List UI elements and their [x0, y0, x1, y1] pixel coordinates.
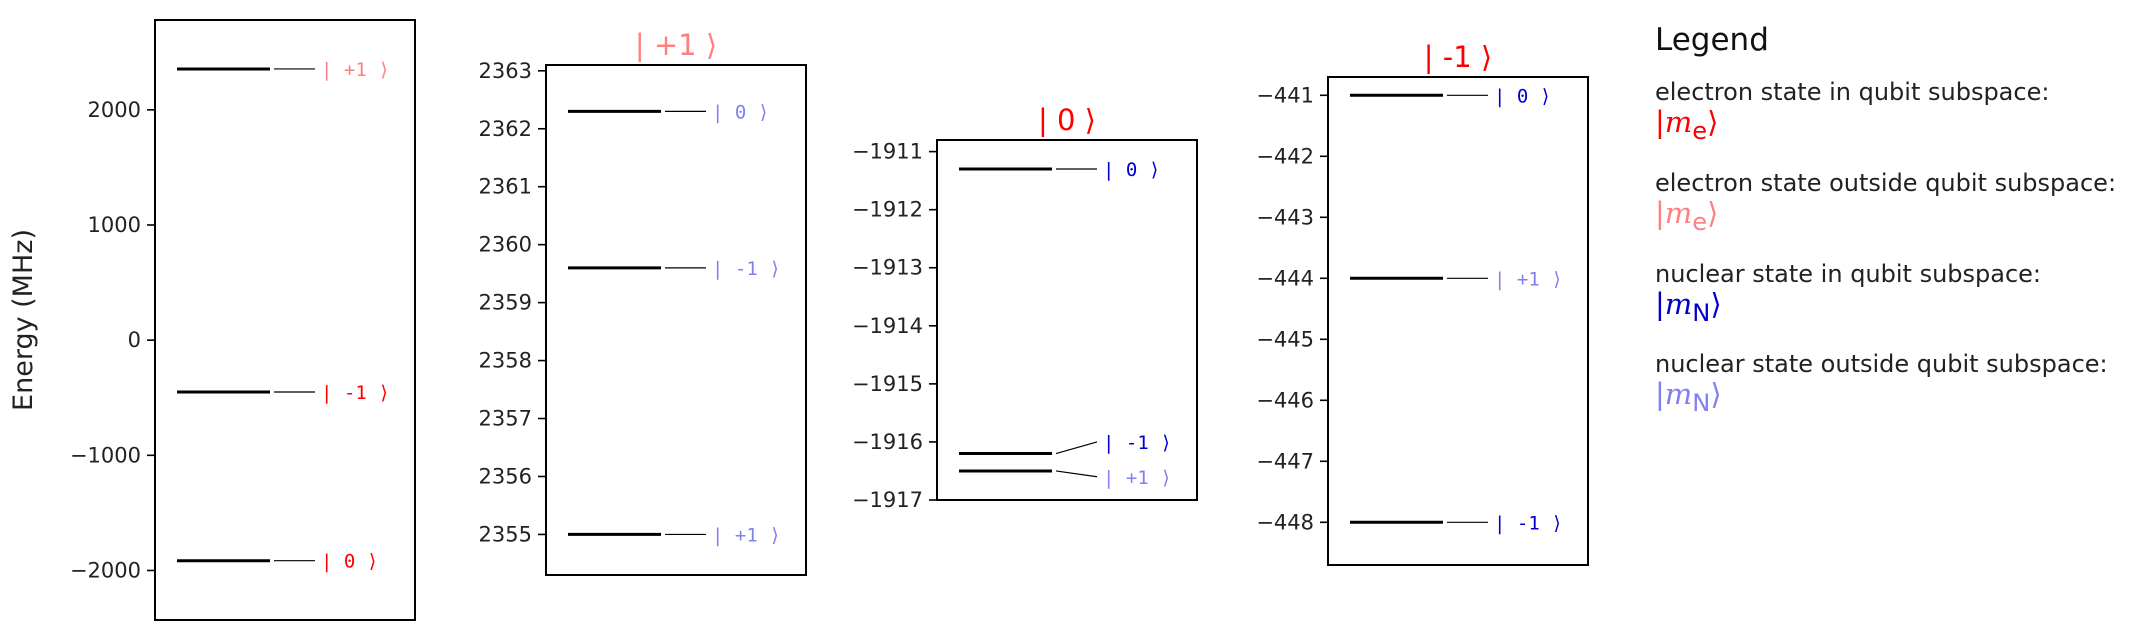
y-tick-label: −1911 [852, 140, 923, 164]
panel-title: | +1 ⟩ [635, 28, 717, 62]
panel-frame [154, 19, 416, 621]
y-tick-label: −441 [1256, 83, 1314, 107]
legend-entry-electron-outside: electron state outside qubit subspace: |… [1655, 169, 2116, 238]
legend-entry-nuclear-in: nuclear state in qubit subspace: |mN⟩ [1655, 260, 2116, 329]
level-label: | 0 ⟩ [1494, 85, 1551, 107]
panel-title: | 0 ⟩ [1038, 103, 1096, 137]
y-tick-label: 2357 [479, 407, 532, 431]
y-tick-label: −1914 [852, 314, 923, 338]
level-label: | +1 ⟩ [1103, 467, 1172, 489]
level-label: | +1 ⟩ [1494, 268, 1563, 290]
level-label: | -1 ⟩ [1103, 432, 1172, 454]
legend-title: Legend [1655, 22, 1769, 58]
y-tick-label: −443 [1256, 205, 1314, 229]
y-tick-label: −446 [1256, 388, 1314, 412]
legend-text: nuclear state in qubit subspace: [1655, 259, 2042, 288]
level-label: | 0 ⟩ [712, 101, 769, 123]
y-tick-label: −1912 [852, 198, 923, 222]
y-tick-label: 2361 [479, 175, 532, 199]
legend-symbol: |mN⟩ [1655, 286, 1722, 327]
level-label: | 0 ⟩ [321, 551, 378, 573]
level-label: | 0 ⟩ [1103, 159, 1160, 181]
y-tick-label: 2362 [479, 117, 532, 141]
y-tick-label: 2356 [479, 464, 532, 488]
y-tick-label: −1000 [70, 443, 141, 467]
y-tick-label: 1000 [88, 213, 141, 237]
level-label: | +1 ⟩ [321, 59, 390, 81]
level-connector [1055, 470, 1098, 478]
y-tick-label: −1913 [852, 256, 923, 280]
y-axis-label: Energy (MHz) [8, 229, 39, 411]
y-tick-label: −442 [1256, 144, 1314, 168]
y-tick-label: 2355 [479, 522, 532, 546]
y-tick-label: −447 [1256, 449, 1314, 473]
y-tick-label: −2000 [70, 558, 141, 582]
energy-panel-4: −441−442−443−444−445−446−447−448| -1 ⟩| … [1256, 40, 1589, 566]
y-tick-label: −445 [1256, 327, 1314, 351]
level-label: | -1 ⟩ [1494, 512, 1563, 534]
level-label: | +1 ⟩ [712, 524, 781, 546]
y-tick-label: −448 [1256, 510, 1314, 534]
y-tick-label: 2359 [479, 291, 532, 315]
panel-frame [936, 139, 1198, 501]
level-label: | -1 ⟩ [712, 258, 781, 280]
legend-entry-nuclear-outside: nuclear state outside qubit subspace: |m… [1655, 350, 2116, 419]
panel-frame [545, 64, 807, 576]
y-tick-label: 2358 [479, 349, 532, 373]
panel-frame [1327, 76, 1589, 566]
level-label: | -1 ⟩ [321, 382, 390, 404]
legend-entry-electron-in: electron state in qubit subspace: |me⟩ [1655, 78, 2116, 147]
y-tick-label: −1915 [852, 372, 923, 396]
y-tick-label: −444 [1256, 266, 1314, 290]
energy-panel-2: 2363 2362 2361 2360 2359 2358 2357 2356 2355 | +1… [479, 28, 807, 576]
y-tick-label: 2363 [479, 59, 532, 83]
y-tick-label: 0 [128, 328, 141, 352]
y-tick-label: 2000 [88, 98, 141, 122]
legend-symbol: |me⟩ [1655, 105, 1719, 145]
legend: Legend electron state in qubit subspace:… [1655, 22, 2116, 441]
y-tick-label: 2360 [479, 233, 532, 257]
energy-panel-1: 2000 1000 0 −1000 −2000 Energy (MHz) | +1 ⟩ | -… [8, 19, 416, 621]
legend-symbol: |mN⟩ [1655, 377, 1722, 418]
y-tick-label: −1916 [852, 430, 923, 454]
panel-title: | -1 ⟩ [1424, 40, 1492, 74]
y-tick-label: −1917 [852, 488, 923, 512]
legend-text: nuclear state outside qubit subspace: [1655, 350, 2108, 379]
legend-text: electron state outside qubit subspace: [1655, 168, 2117, 197]
legend-symbol: |me⟩ [1655, 195, 1719, 236]
level-connector [1055, 441, 1098, 455]
legend-text: electron state in qubit subspace: [1655, 78, 2050, 106]
energy-panel-3: −1911 −1912 −1913 −1914 −1915 −1916 −1917 | 0 ⟩… [852, 103, 1198, 512]
